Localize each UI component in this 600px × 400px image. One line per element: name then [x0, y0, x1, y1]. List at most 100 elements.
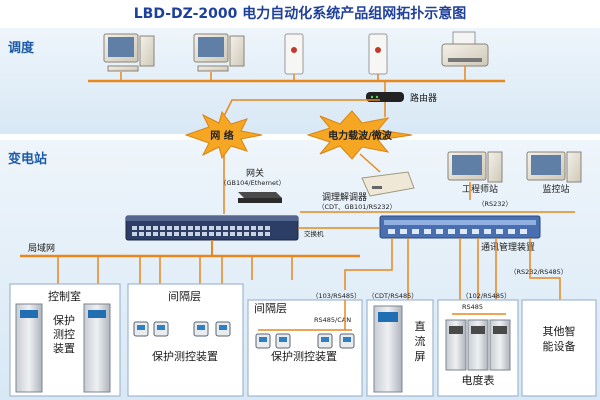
comm-port	[520, 229, 527, 234]
dispatch-server-1	[284, 33, 304, 75]
switch-port	[139, 232, 144, 236]
zone-dispatch-label: 调度	[8, 40, 35, 56]
switch-port	[223, 226, 228, 230]
protection-unit-screen	[219, 325, 227, 330]
protection-unit-screen	[259, 337, 267, 342]
comm-drops	[344, 238, 561, 300]
gateway-label: 网关	[246, 167, 264, 179]
switch-port	[216, 226, 221, 230]
switch-port	[209, 226, 214, 230]
carrier-label: 电力载波/微波	[328, 129, 393, 142]
bay-layer-2-label: 间隔层	[254, 302, 287, 315]
switch-port	[153, 232, 158, 236]
switch-port	[237, 232, 242, 236]
other-device-box	[521, 299, 597, 397]
bay-layer-1-box	[127, 283, 244, 397]
bay-layer-1-label: 间隔层	[168, 290, 201, 303]
control-room-cabinet-2	[83, 303, 111, 393]
switch-port	[202, 226, 207, 230]
diagram-title: LBD-DZ-2000 电力自动化系统产品组网拓扑示意图	[134, 5, 466, 22]
proto-103-label: （103/RS485）	[312, 292, 361, 300]
switch-port	[244, 226, 249, 230]
switch-port	[258, 226, 263, 230]
protection-unit-screen	[197, 325, 205, 330]
proto-102-label: （102/RS485）	[462, 292, 511, 300]
switch-port	[167, 226, 172, 230]
switch-port	[174, 226, 179, 230]
switch-port	[181, 232, 186, 236]
switch-port	[251, 232, 256, 236]
switch-port	[181, 226, 186, 230]
rs485-label: RS485	[462, 303, 483, 311]
router-label: 路由器	[410, 92, 437, 104]
switch-port	[230, 232, 235, 236]
switch-port	[139, 226, 144, 230]
dc-panel-label-3: 屏	[415, 350, 426, 363]
network-burst	[184, 110, 263, 160]
switch-port	[216, 232, 221, 236]
other-device-label-1: 其他智	[543, 324, 576, 338]
rs232-label: （RS232）	[478, 200, 512, 208]
protection-unit-screen	[343, 337, 351, 342]
meter-unit-display	[493, 326, 507, 334]
dc-panel-label-1: 直	[415, 319, 426, 333]
switch-port	[160, 232, 165, 236]
switch-port	[202, 232, 207, 236]
comm-port	[496, 229, 503, 234]
switch-port	[146, 226, 151, 230]
switch-port	[223, 232, 228, 236]
comm-port	[460, 229, 467, 234]
bay-device-1-label: 保护测控装置	[152, 349, 218, 363]
comm-device	[379, 215, 541, 239]
switch	[125, 215, 299, 241]
switch-port	[132, 226, 137, 230]
comm-device-label: 通讯管理装置	[481, 241, 535, 253]
comm-port	[436, 229, 443, 234]
comm-port	[508, 229, 515, 234]
bay-1-units	[133, 321, 231, 337]
switch-port	[209, 232, 214, 236]
meter-unit-display	[471, 326, 485, 334]
rs232-rs485-label: （RS232/RS485）	[510, 268, 567, 276]
comm-port	[424, 229, 431, 234]
gateway-protocol: （GB104/Ethernet）	[220, 179, 285, 187]
zone-substation-label: 变电站	[8, 151, 47, 167]
modem-protocol: （CDT、GB101/RS232）	[318, 203, 396, 211]
rs485-can-label: RS485/CAN	[314, 316, 351, 324]
switch-port	[174, 232, 179, 236]
gateway	[238, 192, 282, 203]
switch-port	[230, 226, 235, 230]
dispatch-pc-2	[193, 33, 245, 72]
modem-label: 调理解调器	[322, 191, 367, 203]
meter-label: 电度表	[462, 373, 495, 387]
meter-unit-display	[449, 326, 463, 334]
dc-panel-label-2: 流	[415, 334, 426, 348]
protection-unit-screen	[157, 325, 165, 330]
comm-port	[388, 229, 395, 234]
engineer-station	[447, 151, 503, 183]
modem	[361, 171, 415, 197]
dispatch-pc-1	[103, 33, 155, 72]
switch-port	[188, 226, 193, 230]
comm-port	[448, 229, 455, 234]
protection-unit-screen	[279, 337, 287, 342]
other-device-label-2: 能设备	[543, 339, 576, 353]
protection-unit-screen	[137, 325, 145, 330]
carrier-burst	[306, 110, 413, 160]
proto-cdt-label: （CDT/RS485）	[368, 292, 418, 300]
engineer-station-label: 工程师站	[462, 183, 498, 195]
control-room-label: 控制室	[48, 289, 81, 303]
control-room-device-1: 保护	[53, 313, 75, 327]
dc-panel-cabinet	[373, 305, 403, 393]
switch-port	[265, 232, 270, 236]
protection-unit-screen	[321, 337, 329, 342]
switch-port	[167, 232, 172, 236]
switch-port	[160, 226, 165, 230]
monitor-station-label: 监控站	[542, 183, 569, 195]
control-room-device-2: 测控	[53, 327, 75, 341]
bay-2-units	[255, 333, 355, 349]
network-label: 网 络	[210, 129, 233, 142]
switch-port	[195, 232, 200, 236]
